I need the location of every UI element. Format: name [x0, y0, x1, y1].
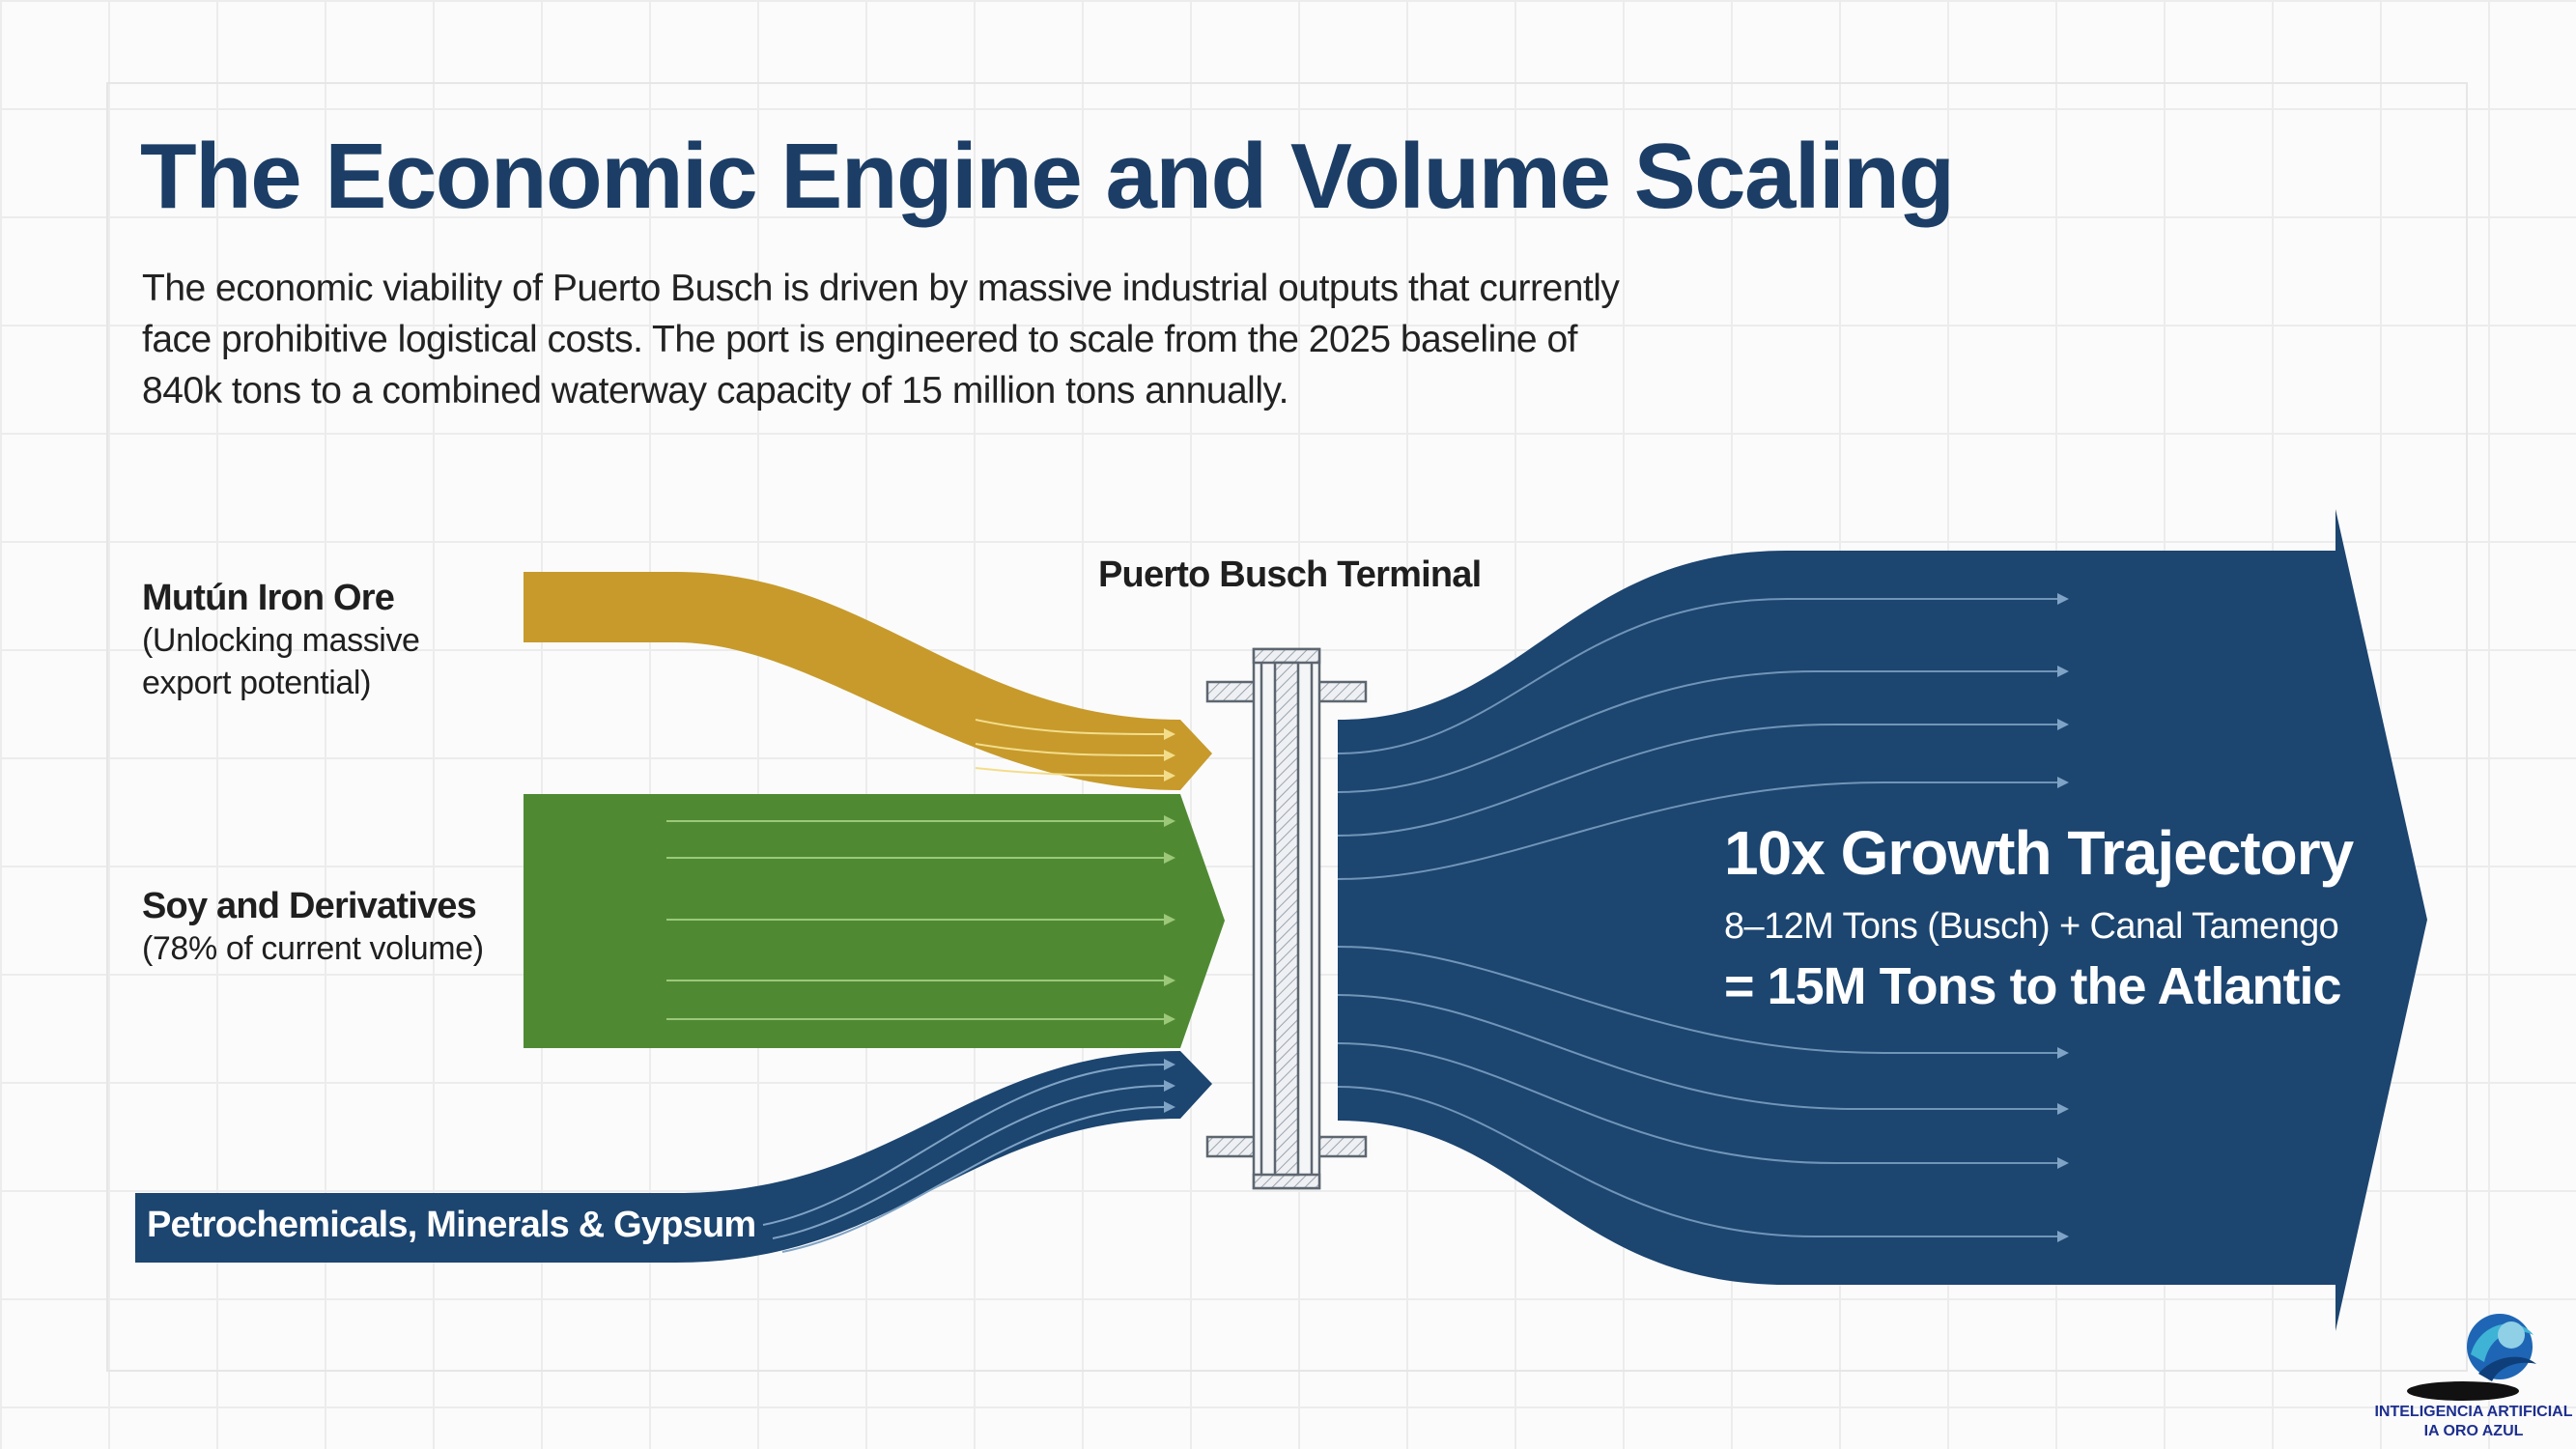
output-flow-arrowheads: [2057, 593, 2069, 1242]
petrochemicals-flow-arrowheads: [1164, 1059, 1175, 1113]
iron-ore-flow-arrowheads: [1164, 728, 1175, 781]
iron-ore-stream: [524, 572, 1212, 790]
petrochemicals-label: Petrochemicals, Minerals & Gypsum: [147, 1205, 756, 1245]
iron-ore-label: Mutún Iron Ore (Unlocking massive export…: [142, 578, 420, 704]
soy-note: (78% of current volume): [142, 930, 484, 967]
soy-flow-arrowheads: [1164, 815, 1175, 1025]
content-panel: [106, 82, 2468, 1372]
petrochemicals-flow-lines: [762, 1064, 1165, 1253]
logo-line-2: IA ORO AZUL: [2423, 1423, 2524, 1439]
iron-ore-note: (Unlocking massive: [142, 622, 420, 659]
growth-headline: 10x Growth Trajectory: [1724, 818, 2354, 888]
output-flow-lines: [1337, 598, 2057, 1237]
output-stream: [1338, 509, 2427, 1331]
petrochemicals-stream: [135, 1051, 1212, 1263]
soy-flow-lines: [666, 820, 1164, 1020]
intro-line: face prohibitive logistical costs. The p…: [142, 319, 1578, 360]
globe-swoosh-icon: [2407, 1314, 2536, 1401]
intro-line: The economic viability of Puerto Busch i…: [142, 268, 1620, 309]
iron-ore-note: export potential): [142, 665, 372, 701]
page-title: The Economic Engine and Volume Scaling: [140, 125, 1955, 228]
logo-caption: INTELIGENCIA ARTIFICIAL IA ORO AZUL: [2363, 1403, 2576, 1441]
soy-name: Soy and Derivatives: [142, 886, 477, 926]
terminal-structure: [1205, 647, 1368, 1190]
iron-ore-flow-lines: [975, 719, 1165, 777]
terminal-label: Puerto Busch Terminal: [1098, 554, 1482, 595]
growth-total: = 15M Tons to the Atlantic: [1724, 957, 2342, 1015]
iron-ore-name: Mutún Iron Ore: [142, 578, 395, 618]
soy-label: Soy and Derivatives (78% of current volu…: [142, 886, 484, 970]
soy-stream: [524, 794, 1225, 1048]
intro-line: 840k tons to a combined waterway capacit…: [142, 370, 1288, 412]
growth-detail: 8–12M Tons (Busch) + Canal Tamengo: [1724, 906, 2339, 947]
logo-line-1: INTELIGENCIA ARTIFICIAL: [2374, 1404, 2573, 1420]
intro-paragraph: The economic viability of Puerto Busch i…: [142, 263, 1784, 416]
